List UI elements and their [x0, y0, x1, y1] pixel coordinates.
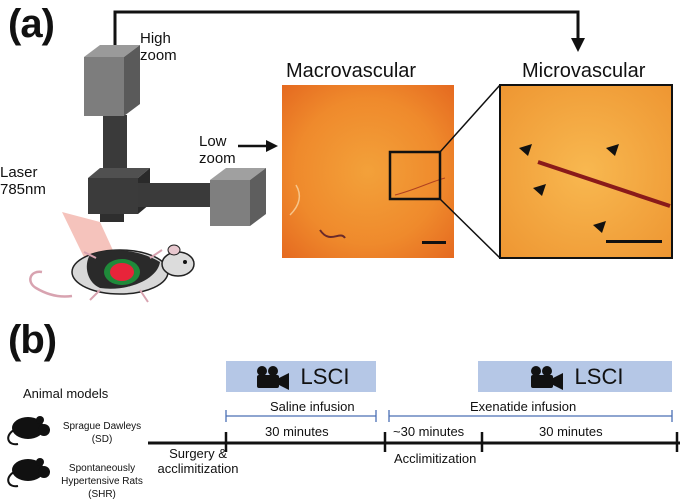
arrowhead-icon — [606, 144, 619, 156]
microvascular-title: Microvascular — [522, 60, 646, 82]
scale-bar-icon — [606, 240, 662, 243]
lsci-label: LSCI — [574, 363, 624, 389]
macrovascular-image — [282, 85, 454, 258]
video-camera-icon — [256, 365, 289, 390]
segment-3-duration: 30 minutes — [539, 424, 603, 439]
top-connector-arrow — [113, 10, 585, 56]
panel-b-label: (b) — [8, 318, 57, 362]
lsci-label: LSCI — [300, 363, 350, 389]
zoom-region-box — [388, 150, 442, 201]
animal-models-title: Animal models — [23, 386, 109, 401]
panel-a-label: (a) — [8, 2, 55, 46]
saline-infusion-bracket — [225, 410, 377, 422]
arrowhead-icon — [533, 184, 546, 196]
camera-apparatus — [84, 45, 266, 226]
exenatide-infusion-label: Exenatide infusion — [470, 399, 577, 414]
low-zoom-arrow — [238, 140, 278, 152]
timeline-axis — [148, 432, 680, 452]
rat-icon — [7, 416, 50, 488]
microvascular-image — [499, 84, 673, 259]
lsci-recording-box-1: LSCI — [226, 361, 376, 392]
arrowhead-icon — [519, 144, 532, 156]
arrowhead-icon — [593, 221, 606, 233]
macrovascular-title: Macrovascular — [286, 60, 417, 82]
zoom-lines — [439, 84, 501, 259]
low-zoom-label: Low zoom — [199, 133, 236, 167]
segment-1-duration: 30 minutes — [265, 424, 329, 439]
acclimitization-label: Acclimitization — [394, 451, 477, 466]
scale-bar-icon — [422, 241, 446, 244]
lsci-recording-box-2: LSCI — [478, 361, 672, 392]
saline-infusion-label: Saline infusion — [270, 399, 355, 414]
exenatide-infusion-bracket — [388, 410, 673, 422]
model-shr-label: Spontaneously Hypertensive Rats (SHR) — [61, 463, 143, 500]
video-camera-icon — [530, 365, 563, 390]
model-sd-label: Sprague Dawleys (SD) — [62, 421, 142, 445]
segment-2-duration: ~30 minutes — [393, 424, 465, 439]
rat-icon — [29, 244, 195, 303]
high-zoom-label: High zoom — [140, 30, 177, 64]
surgery-label: Surgery & acclimitization — [157, 446, 239, 476]
laser-label: Laser 785nm — [0, 164, 46, 198]
